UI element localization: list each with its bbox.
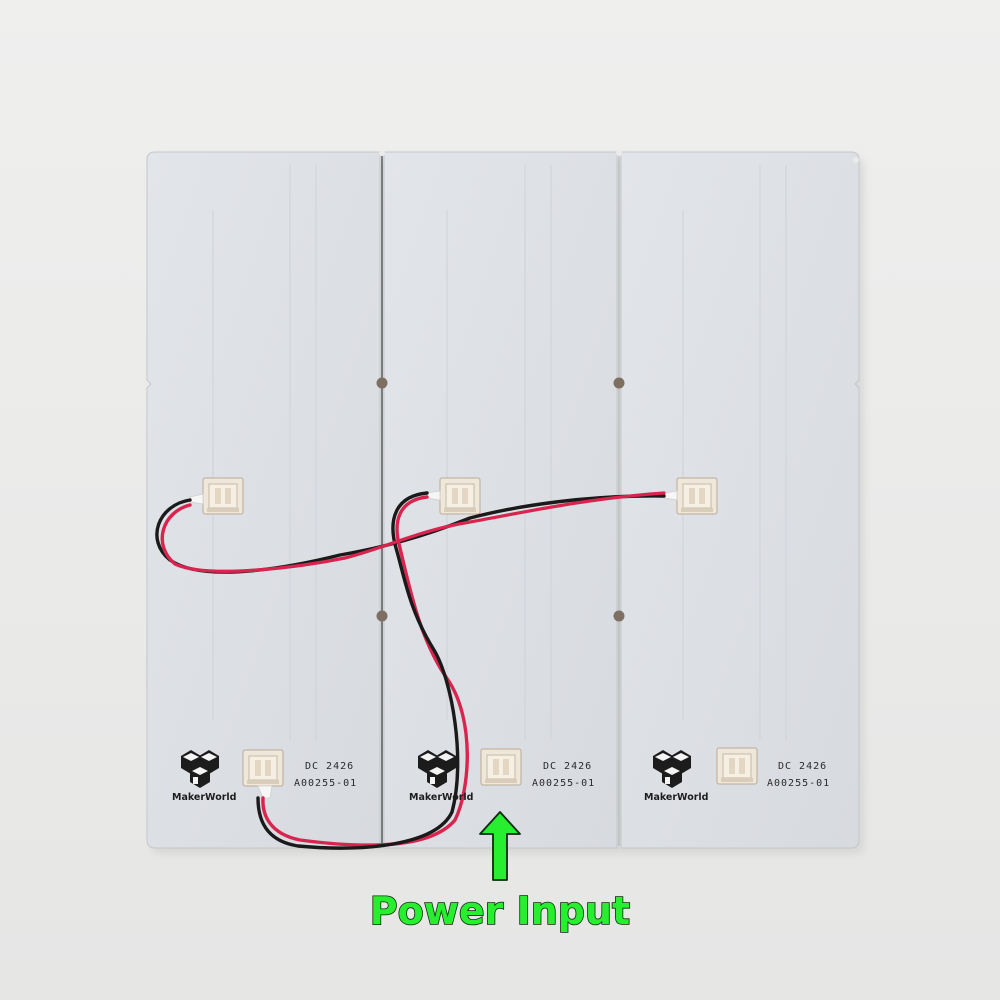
wire-harness (155, 491, 666, 850)
date-code: DC 2426 (778, 761, 827, 772)
mount-hole (376, 610, 388, 622)
led-board (146, 150, 860, 849)
mount-hole (376, 377, 388, 389)
wire-black (256, 491, 460, 850)
mount-hole (613, 610, 625, 622)
part-number: A00255-01 (532, 778, 595, 789)
date-code: DC 2426 (305, 761, 354, 772)
wire-red (343, 491, 666, 560)
pcb-traces (212, 165, 787, 740)
wire-black (155, 494, 666, 574)
panel-marking-2: MakerWorld DC 2426 A00255-01 (409, 750, 595, 803)
power-input-connector (480, 748, 522, 786)
connector-panel-3-lower (716, 747, 758, 785)
brand-label: MakerWorld (644, 792, 708, 803)
wire-red (160, 503, 347, 574)
connector-panel-1-lower (242, 749, 284, 799)
panel-marking-3: MakerWorld DC 2426 A00255-01 (644, 750, 830, 803)
part-number: A00255-01 (767, 778, 830, 789)
power-input-label: Power Input (370, 889, 630, 933)
up-arrow-icon (479, 811, 521, 881)
brand-label: MakerWorld (409, 792, 473, 803)
panel-marking-1: MakerWorld DC 2426 A00255-01 (172, 750, 357, 803)
mount-hole (613, 377, 625, 389)
board-panel-1 (146, 151, 381, 849)
board-panel-3 (620, 151, 860, 849)
date-code: DC 2426 (543, 761, 592, 772)
part-number: A00255-01 (294, 778, 357, 789)
brand-label: MakerWorld (172, 792, 236, 803)
wire-red (261, 495, 469, 847)
